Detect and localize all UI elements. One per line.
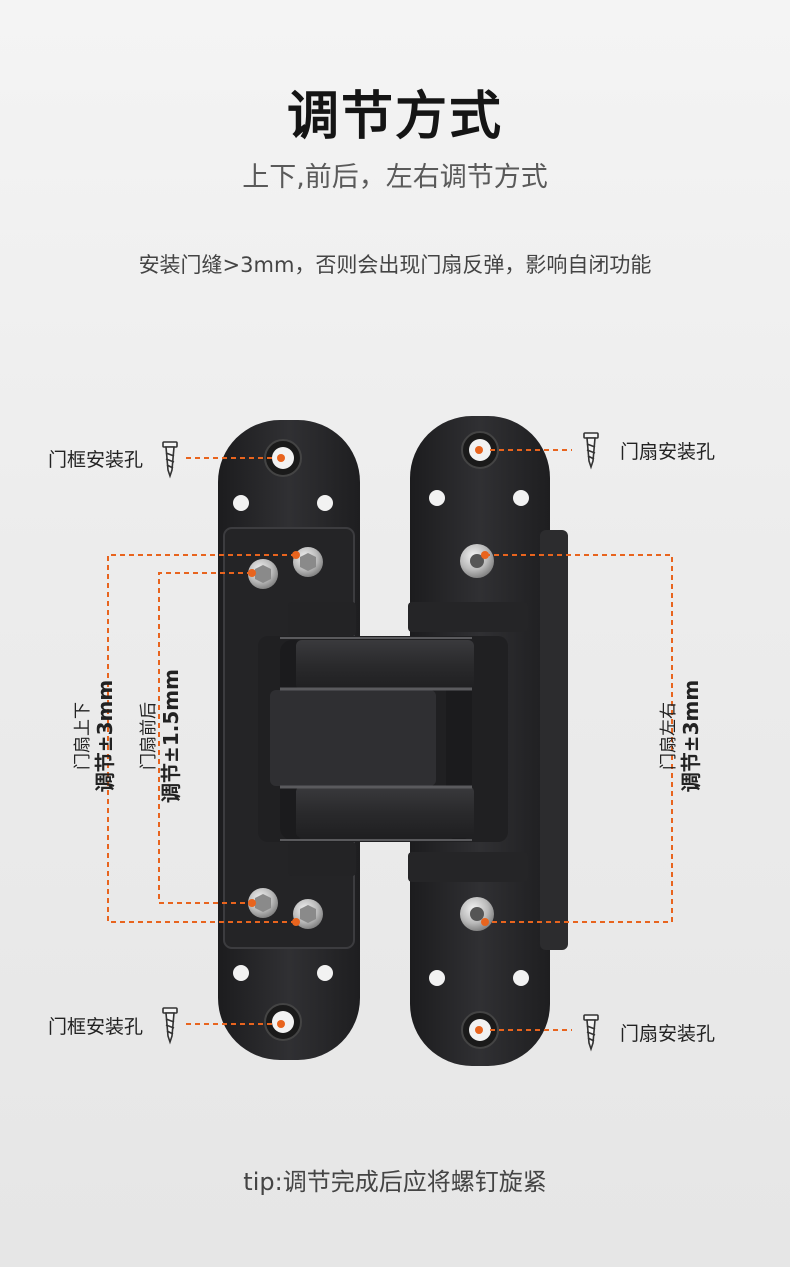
updown-name: 门扇上下 xyxy=(73,702,93,770)
screw-icon xyxy=(583,432,599,470)
leaf-hole-bottom-label: 门扇安装孔 xyxy=(620,1023,716,1045)
frame-hole-top-label: 门框安装孔 xyxy=(48,449,144,471)
frontback-adjust-label: 门扇前后 调节±1.5mm xyxy=(139,646,188,826)
screw-icon xyxy=(583,1014,599,1052)
leaf-hole-top-label: 门扇安装孔 xyxy=(620,441,716,463)
install-note: 安装门缝>3mm，否则会出现门扇反弹，影响自闭功能 xyxy=(138,253,652,277)
leftright-value: 调节±3mm xyxy=(678,679,703,793)
frontback-name: 门扇前后 xyxy=(139,702,159,770)
page-subtitle: 上下,前后，左右调节方式 xyxy=(242,162,548,193)
leftright-name: 门扇左右 xyxy=(659,702,679,770)
page-title: 调节方式 xyxy=(286,87,503,147)
updown-adjust-label: 门扇上下 调节±3mm xyxy=(73,646,122,826)
frontback-value: 调节±1.5mm xyxy=(158,669,183,803)
updown-value: 调节±3mm xyxy=(92,679,117,793)
leader-lines xyxy=(107,449,673,1031)
hinge-arms xyxy=(258,602,508,876)
frame-hole-bottom-label: 门框安装孔 xyxy=(48,1016,144,1038)
screw-icon xyxy=(162,1007,178,1045)
footer-tip: tip:调节完成后应将螺钉旋紧 xyxy=(243,1168,547,1196)
leftright-adjust-label: 门扇左右 调节±3mm xyxy=(659,646,708,826)
screw-icon xyxy=(162,441,178,479)
